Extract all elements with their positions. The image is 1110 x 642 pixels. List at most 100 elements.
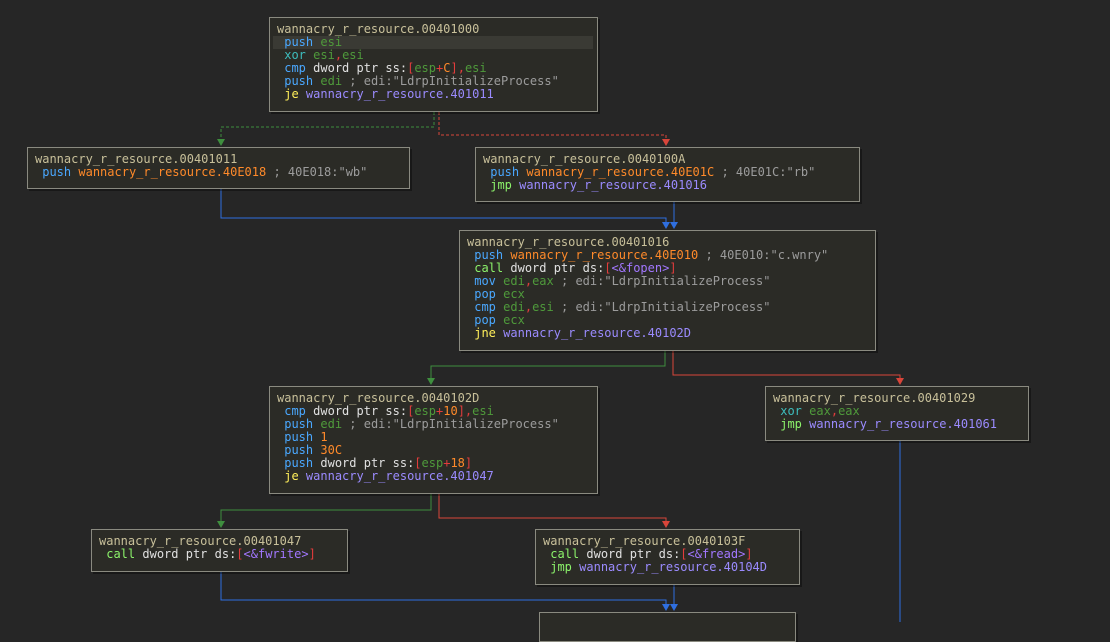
register-operand: esp [414,61,436,75]
instruction-line[interactable]: jmp wannacry_r_resource.40104D [543,561,792,574]
instruction-line[interactable]: cmp dword ptr ss:[esp+10],esi [277,405,590,418]
instruction-line[interactable]: xor esi,esi [277,49,590,62]
edge-arrowhead [670,222,678,229]
mnemonic: call [550,547,580,561]
mnemonic: jne [474,326,496,340]
instruction-line[interactable]: call dword ptr ds:[<&fwrite>] [99,548,340,561]
basic-block-0040104D[interactable] [539,612,796,642]
instruction-line[interactable]: push wannacry_r_resource.40E01C ; 40E01C… [483,166,852,179]
operand: wannacry_r_resource.401047 [305,469,494,483]
operand: <&fread> [687,547,746,561]
operand: <&fwrite> [243,547,309,561]
basic-block-00401029[interactable]: wannacry_r_resource.00401029 xor eax,eax… [765,386,1029,441]
mnemonic: push [490,165,520,179]
operand: wannacry_r_resource.40102D [503,326,691,340]
operand: , [524,274,533,288]
comment: ; 40E010:"c.wnry" [698,248,829,262]
instruction-line[interactable]: jne wannacry_r_resource.40102D [467,327,868,340]
operand: [ [604,261,612,275]
operand: wannacry_r_resource.401061 [809,417,997,431]
operand: C [443,61,451,75]
operand: , [457,61,465,75]
operand: dword ptr ss: [313,404,408,418]
operand: wannacry_r_resource.401011 [305,87,494,101]
mnemonic: call [474,261,504,275]
operand: 18 [450,456,465,470]
block-header-label[interactable]: wannacry_r_resource.0040103F [543,534,746,548]
operand: 1 [320,430,328,444]
basic-block-00401047[interactable]: wannacry_r_resource.00401047 call dword … [91,529,348,572]
mnemonic: cmp [474,300,496,314]
operand: , [524,300,533,314]
block-header-label[interactable]: wannacry_r_resource.00401016 [467,235,670,249]
instruction-line[interactable]: push edi ; edi:"LdrpInitializeProcess" [277,418,590,431]
basic-block-00401000[interactable]: wannacry_r_resource.00401000 push esi xo… [269,17,598,112]
operand: ] [308,547,316,561]
spacer [299,87,306,101]
instruction-line[interactable]: cmp dword ptr ss:[esp+C],esi [277,62,590,75]
edge-unconditional [220,572,667,605]
register-operand: eax [838,404,860,418]
instruction-line[interactable]: je wannacry_r_resource.401047 [277,470,590,483]
basic-block-0040102D[interactable]: wannacry_r_resource.0040102D cmp dword p… [269,386,598,494]
instruction-line[interactable]: push esi [273,36,593,49]
instruction-line[interactable]: push 1 [277,431,590,444]
instruction-line[interactable]: push 30C [277,444,590,457]
edge-unconditional [220,189,667,223]
comment: ; edi:"LdrpInitializeProcess" [342,417,559,431]
instruction-line[interactable]: push wannacry_r_resource.40E010 ; 40E010… [467,249,868,262]
edge-taken [430,351,666,379]
register-operand: esi [320,35,343,49]
operand: wannacry_r_resource.40E01C [526,165,715,179]
instruction-line[interactable]: call dword ptr ds:[<&fread>] [543,548,792,561]
register-operand: esi [342,48,364,62]
register-operand: esi [313,48,335,62]
instruction-line[interactable]: pop ecx [467,314,868,327]
block-header-label[interactable]: wannacry_r_resource.00401011 [35,152,238,166]
operand: dword ptr ds: [586,547,681,561]
register-operand: ecx [503,287,525,301]
register-operand: esp [421,456,444,470]
edge-not_taken [438,494,667,522]
instruction-line[interactable]: push edi ; edi:"LdrpInitializeProcess" [277,75,590,88]
operand: , [830,404,839,418]
operand: dword ptr ss: [320,456,415,470]
instruction-line[interactable]: jmp wannacry_r_resource.401016 [483,179,852,192]
mnemonic: je [284,87,299,101]
spacer [299,469,306,483]
instruction-line[interactable]: jmp wannacry_r_resource.401061 [773,418,1021,431]
edge-arrowhead [662,604,670,611]
basic-block-00401016[interactable]: wannacry_r_resource.00401016 push wannac… [459,230,876,351]
instruction-line[interactable]: cmp edi,esi ; edi:"LdrpInitializeProcess… [467,301,868,314]
basic-block-0040100A[interactable]: wannacry_r_resource.0040100A push wannac… [475,147,860,202]
comment: ; edi:"LdrpInitializeProcess" [553,300,771,314]
edge-arrowhead [427,378,435,385]
mnemonic: call [106,547,136,561]
basic-block-00401011[interactable]: wannacry_r_resource.00401011 push wannac… [27,147,410,189]
block-header-label[interactable]: wannacry_r_resource.00401047 [99,534,302,548]
register-operand: edi [320,417,343,431]
mnemonic: xor [780,404,802,418]
block-header-label[interactable]: wannacry_r_resource.0040100A [483,152,686,166]
operand: ] [457,404,465,418]
edge-arrowhead [217,139,225,146]
instruction-line[interactable]: je wannacry_r_resource.401011 [277,88,590,101]
operand: ] [669,261,677,275]
register-operand: ecx [503,313,525,327]
mnemonic: jmp [780,417,802,431]
instruction-line[interactable]: mov edi,eax ; edi:"LdrpInitializeProcess… [467,275,868,288]
edge-arrowhead [662,222,670,229]
basic-block-0040103F[interactable]: wannacry_r_resource.0040103F call dword … [535,529,800,585]
block-header-label[interactable]: wannacry_r_resource.00401000 [277,22,480,36]
instruction-line[interactable]: push dword ptr ss:[esp+18] [277,457,590,470]
block-header-label[interactable]: wannacry_r_resource.0040102D [277,391,480,405]
instruction-line[interactable]: pop ecx [467,288,868,301]
instruction-line[interactable]: push wannacry_r_resource.40E018 ; 40E018… [35,166,402,179]
edge-arrowhead [896,378,904,385]
comment: ; edi:"LdrpInitializeProcess" [342,74,559,88]
block-header-label[interactable]: wannacry_r_resource.00401029 [773,391,976,405]
mnemonic: xor [284,48,306,62]
instruction-line[interactable]: xor eax,eax [773,405,1021,418]
register-operand: edi [503,300,525,314]
instruction-line[interactable]: call dword ptr ds:[<&fopen>] [467,262,868,275]
